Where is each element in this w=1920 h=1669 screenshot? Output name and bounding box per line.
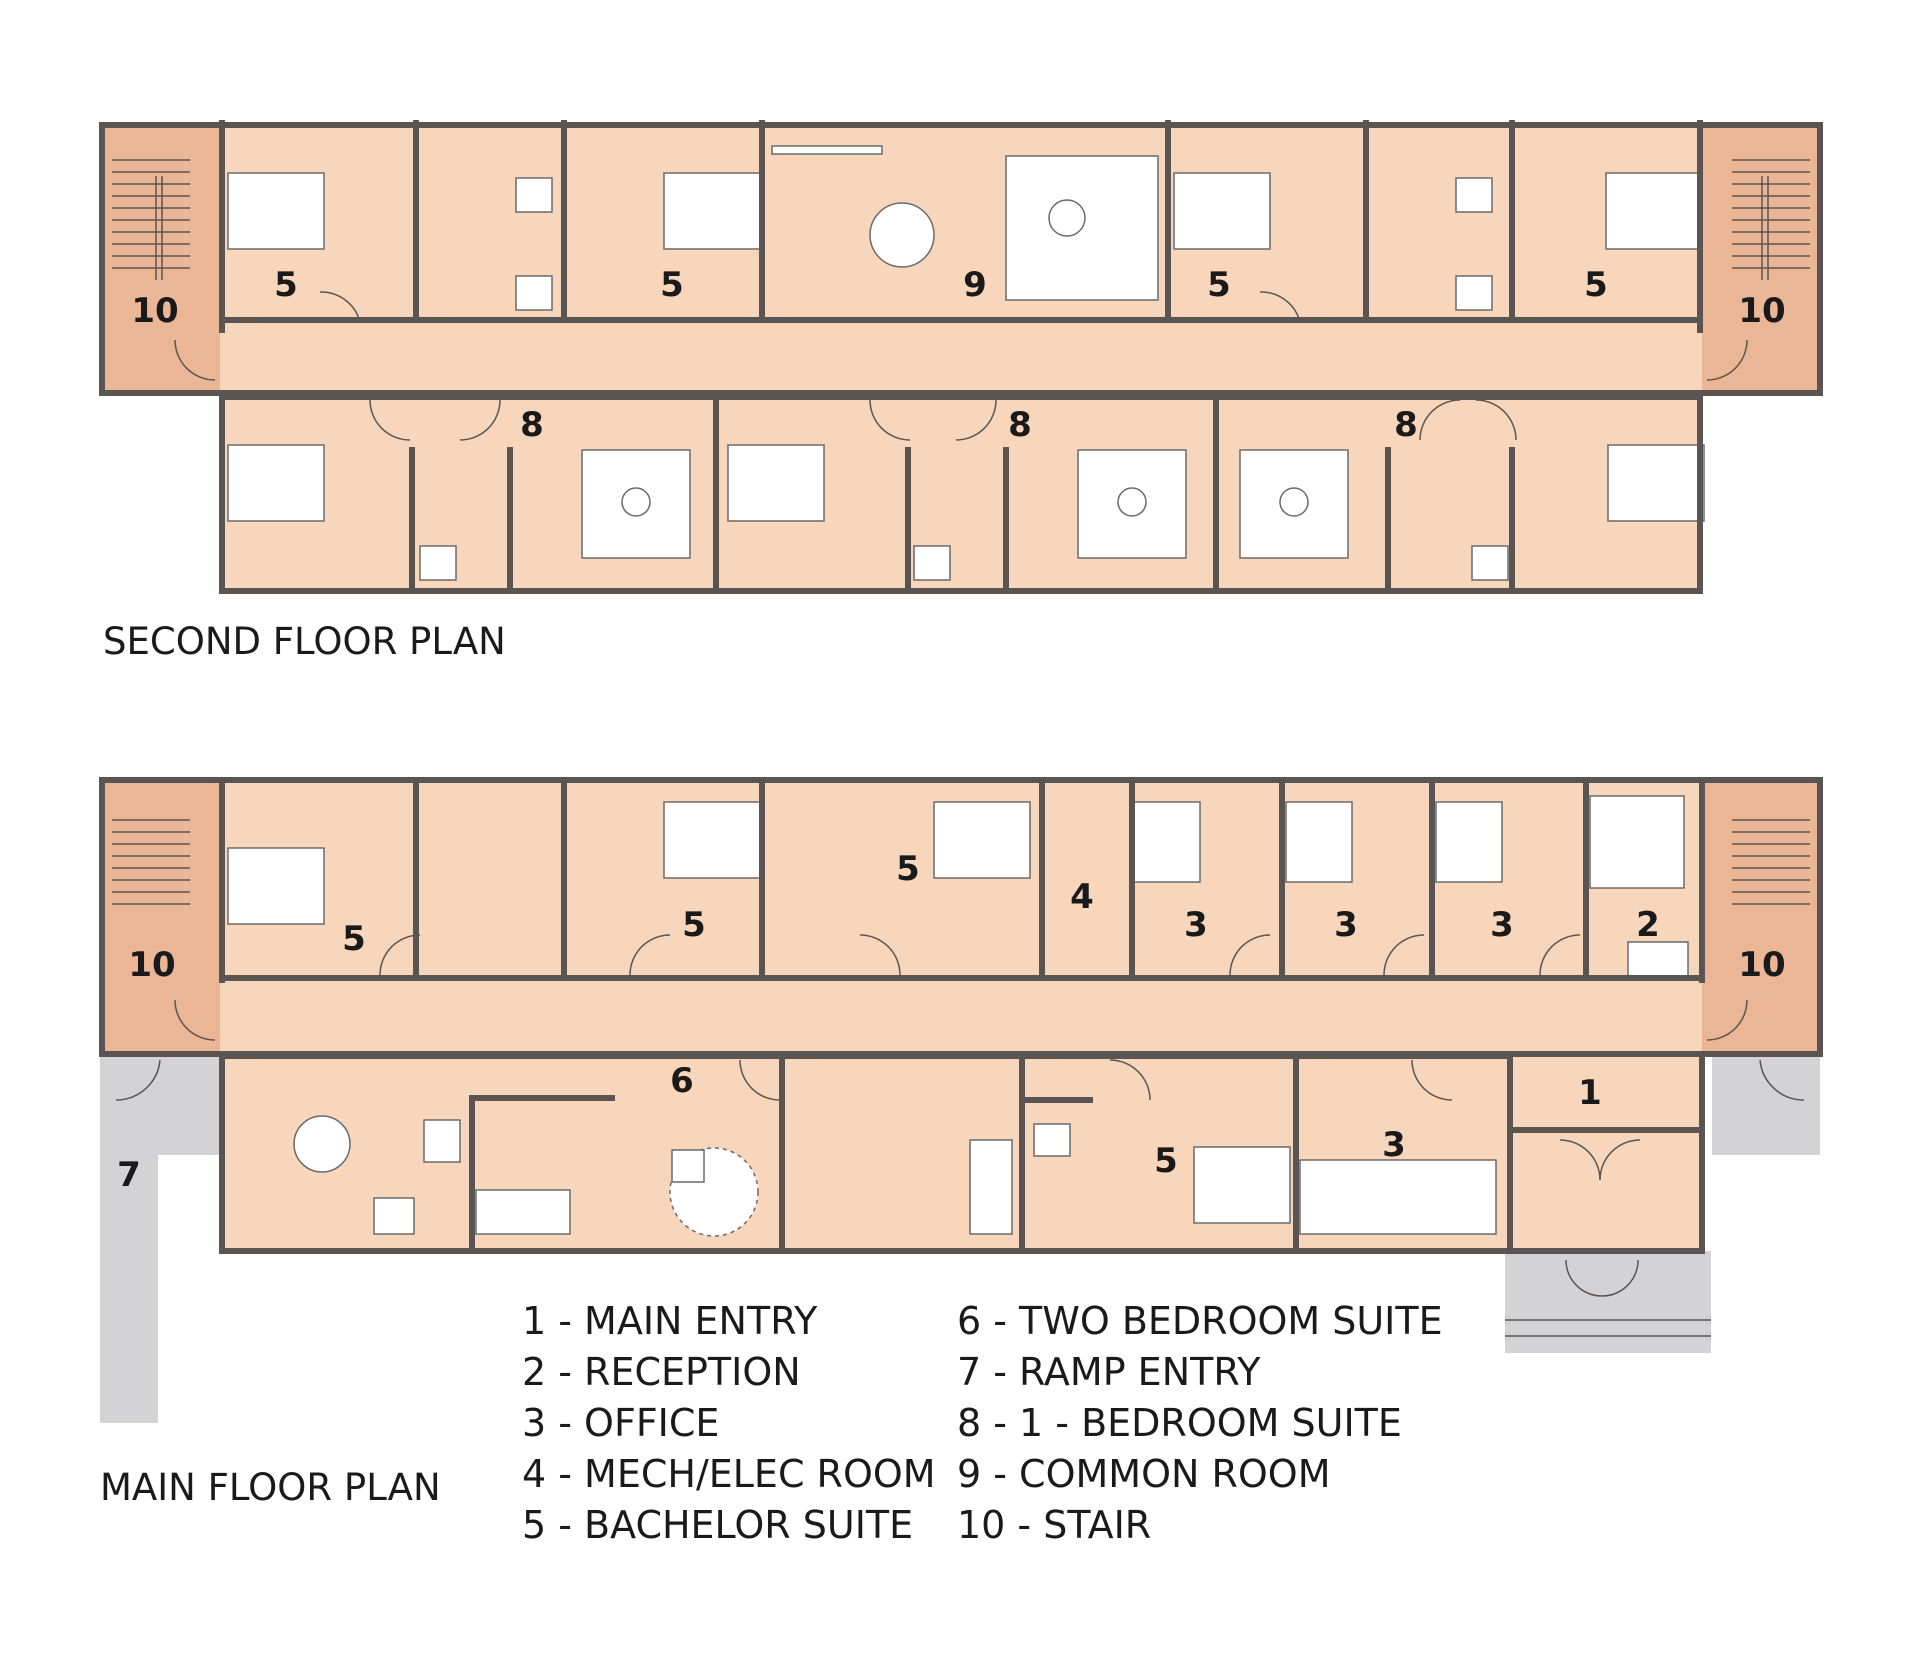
room-number: 6 <box>670 1061 694 1101</box>
room-number: 10 <box>128 945 175 985</box>
room-number: 5 <box>660 265 684 305</box>
stair-left-1f <box>104 782 220 1052</box>
room-number: 8 <box>520 405 544 445</box>
legend-item: 3 - OFFICE <box>522 1401 719 1445</box>
beds-2f <box>227 172 1705 522</box>
legend-item: 4 - MECH/ELEC ROOM <box>522 1452 936 1496</box>
room-number: 10 <box>1738 945 1785 985</box>
legend-item: 2 - RECEPTION <box>522 1350 801 1394</box>
room-number: 5 <box>274 265 298 305</box>
main-entry-steps-lines <box>1505 1319 1711 1337</box>
door-swings-2f <box>174 291 1748 441</box>
room-number: 5 <box>1584 265 1608 305</box>
stair-right-1f <box>1702 782 1818 1052</box>
stair-treads-right-2f <box>1732 159 1810 280</box>
room-number: 10 <box>131 291 178 331</box>
room-number: 5 <box>1207 265 1231 305</box>
legend-item: 5 - BACHELOR SUITE <box>522 1503 913 1547</box>
second-floor-slab-lower <box>220 395 1702 591</box>
room-number: 5 <box>896 849 920 889</box>
main-floor-plan: 10 5 5 5 4 3 3 3 2 10 7 6 5 3 1 MAIN FLO… <box>99 777 1823 1509</box>
room-number: 4 <box>1070 877 1094 917</box>
room-number: 5 <box>342 919 366 959</box>
room-number: 7 <box>117 1155 141 1195</box>
entry-landing-right <box>1712 1055 1820 1155</box>
room-number: 3 <box>1382 1125 1406 1165</box>
second-floor-title: SECOND FLOOR PLAN <box>103 620 506 663</box>
walls-1f <box>99 777 1823 1254</box>
room-number: 8 <box>1394 405 1418 445</box>
living-sets-2f <box>581 449 1349 559</box>
second-floor-slab-upper <box>100 123 1822 395</box>
legend-item: 8 - 1 - BEDROOM SUITE <box>957 1401 1402 1445</box>
room-number: 10 <box>1738 291 1785 331</box>
room-number: 9 <box>963 265 987 305</box>
legend-item: 9 - COMMON ROOM <box>957 1452 1331 1496</box>
legend-item: 7 - RAMP ENTRY <box>957 1350 1261 1394</box>
stair-right-2f <box>1702 127 1818 391</box>
main-floor-title: MAIN FLOOR PLAN <box>100 1466 441 1509</box>
room-number: 5 <box>682 905 706 945</box>
room-number: 3 <box>1184 905 1208 945</box>
room-number: 3 <box>1334 905 1358 945</box>
stair-treads-left-2f <box>112 159 190 280</box>
room-number: 1 <box>1578 1073 1602 1113</box>
main-entry-steps <box>1505 1251 1711 1353</box>
room-number: 5 <box>1154 1141 1178 1181</box>
room-legend: 1 - MAIN ENTRY 2 - RECEPTION 3 - OFFICE … <box>522 1299 1443 1547</box>
furniture-1f <box>227 795 1689 1237</box>
common-room-furniture <box>771 145 1159 301</box>
legend-item: 10 - STAIR <box>957 1503 1151 1547</box>
legend-item: 6 - TWO BEDROOM SUITE <box>957 1299 1443 1343</box>
room-number: 8 <box>1008 405 1032 445</box>
stair-treads-left-1f <box>112 819 190 905</box>
room-number: 3 <box>1490 905 1514 945</box>
second-floor-plan: 10 5 5 9 5 5 10 8 8 8 SECOND FLOOR PLAN <box>99 120 1823 663</box>
legend-item: 1 - MAIN ENTRY <box>522 1299 818 1343</box>
door-swings-1f <box>115 934 1805 1297</box>
ramp-landing <box>100 1055 220 1155</box>
walls-2f <box>99 120 1823 594</box>
room-number: 2 <box>1636 905 1660 945</box>
bath-fixtures-2f <box>419 177 1509 581</box>
stair-treads-right-1f <box>1732 819 1810 905</box>
